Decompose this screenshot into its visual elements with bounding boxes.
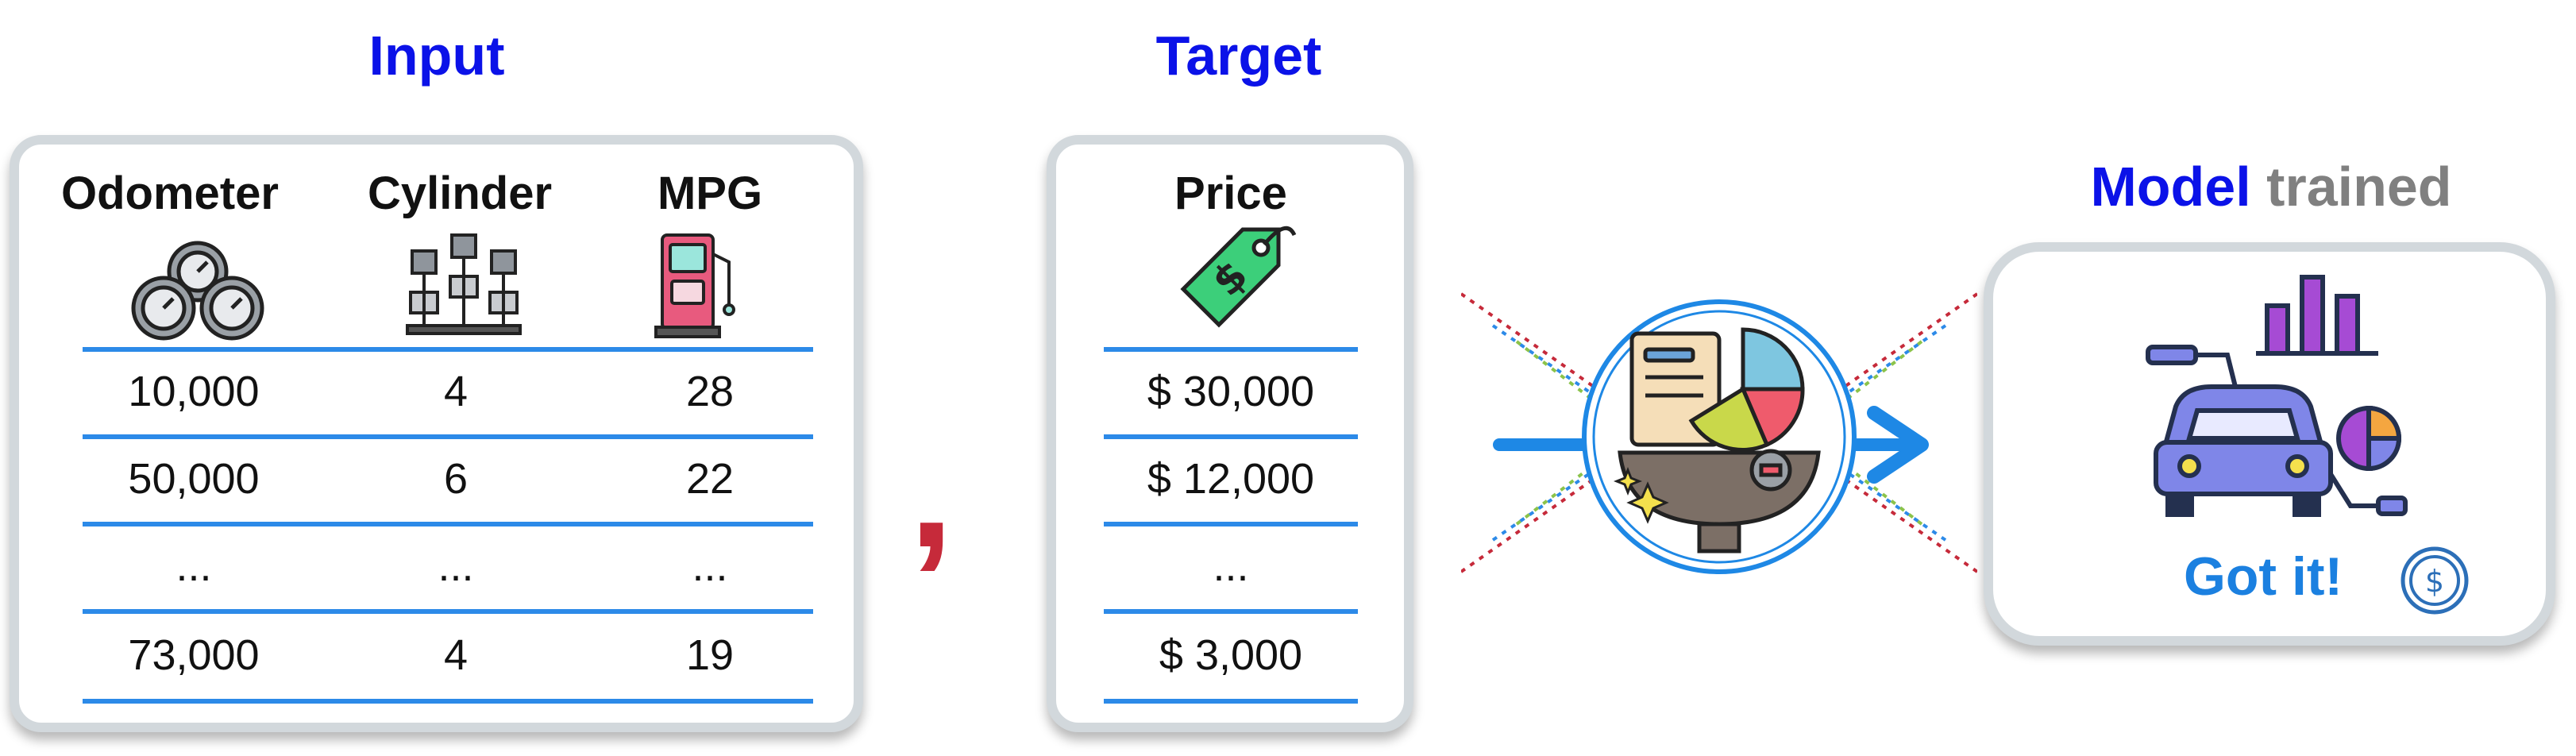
table-cell: ... [692, 542, 728, 590]
row-divider [1104, 609, 1358, 614]
row-divider [1104, 522, 1358, 526]
car-analytics-icon [2146, 275, 2408, 517]
table-cell: ... [1213, 542, 1249, 590]
model-trained-title: Model trained [2033, 155, 2509, 218]
model-title-strong: Model [2090, 156, 2251, 218]
table-cell: $ 30,000 [1147, 368, 1315, 415]
fuel-pump-icon [654, 233, 735, 338]
flow-arrow-head [1867, 406, 1929, 484]
table-cell: 22 [685, 455, 735, 503]
status-text: Got it! [2184, 546, 2343, 607]
column-header-cylinder: Cylinder [367, 168, 553, 219]
target-table-card: Price $ $ 30,000 $ 12,000 ... $ 3,000 [1047, 135, 1413, 732]
table-cell: 28 [685, 368, 735, 415]
model-result-card: Got it! $ [1984, 242, 2555, 646]
model-bowl-icon [1618, 327, 1821, 554]
column-header-price: Price [1174, 168, 1287, 219]
speed-lines [1461, 292, 1977, 573]
input-title: Input [368, 25, 505, 87]
table-cell: 4 [443, 631, 469, 679]
odometer-icon [131, 241, 264, 341]
row-divider [83, 699, 813, 704]
row-divider [83, 347, 813, 352]
column-header-mpg: MPG [657, 168, 763, 219]
table-cell: 6 [443, 455, 469, 503]
row-divider [83, 522, 813, 526]
table-cell: 19 [685, 631, 735, 679]
row-divider [1104, 434, 1358, 439]
table-cell: 73,000 [128, 631, 260, 679]
sparkle-icon [1613, 466, 1669, 524]
svg-text:$: $ [2425, 564, 2444, 599]
row-divider [83, 434, 813, 439]
engine-cylinder-icon [406, 233, 522, 335]
table-cell: $ 3,000 [1159, 631, 1303, 679]
comma-separator: , [909, 403, 954, 580]
table-cell: $ 12,000 [1147, 455, 1315, 503]
row-divider [1104, 699, 1358, 704]
table-cell: 10,000 [128, 368, 260, 415]
column-header-odometer: Odometer [61, 168, 279, 219]
table-cell: 4 [443, 368, 469, 415]
price-tag-icon: $ [1180, 226, 1297, 328]
training-flow-graphic [1461, 292, 1977, 574]
row-divider [1104, 347, 1358, 352]
input-table-card: Odometer Cylinder MPG 10 [10, 135, 863, 732]
dollar-coin-icon: $ [2401, 546, 2469, 615]
table-cell: ... [175, 542, 212, 590]
table-cell: 50,000 [128, 455, 260, 503]
row-divider [83, 609, 813, 614]
target-title: Target [1155, 25, 1322, 87]
table-cell: ... [438, 542, 474, 590]
model-title-rest: trained [2266, 156, 2452, 218]
